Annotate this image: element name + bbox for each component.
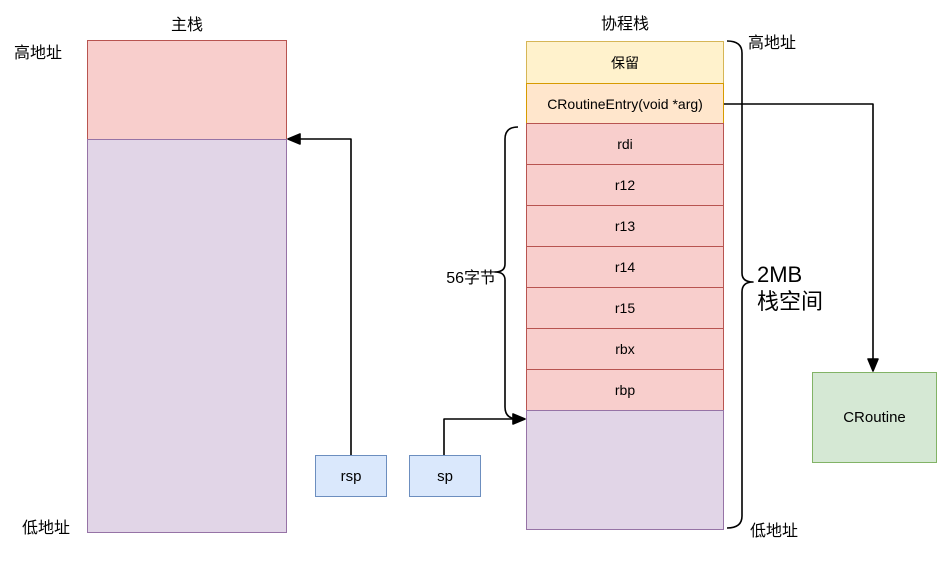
saved-bytes-label: 56字节 <box>446 270 496 287</box>
sp-arrow-head <box>512 413 526 425</box>
coroutine-stack-register-cell-r12: r12 <box>526 164 724 206</box>
main-stack <box>87 40 287 533</box>
main-stack-high-address-label: 高地址 <box>14 45 63 62</box>
main-stack-title: 主栈 <box>170 17 203 34</box>
coroutine-stack-register-cell-r14: r14 <box>526 246 724 288</box>
coroutine-stack: 保留 CRoutineEntry(void *arg) rdi r12 r13 … <box>526 41 724 530</box>
coroutine-stack-register-cell-r13: r13 <box>526 205 724 247</box>
coroutine-stack-free-cell <box>526 410 724 530</box>
coroutine-stack-register-cell-r15: r15 <box>526 287 724 329</box>
croutine-box: CRoutine <box>812 372 937 463</box>
main-stack-free-region <box>87 139 287 533</box>
croutine-entry-arrow <box>724 103 874 360</box>
coroutine-stack-high-address-label: 高地址 <box>748 35 797 52</box>
stack-size-label-line1: 2MB <box>757 262 803 287</box>
stack-size-label-line2: 栈空间 <box>757 289 824 314</box>
croutine-entry-arrow-head <box>867 358 879 372</box>
stack-size-label: 2MB 栈空间 <box>757 261 823 315</box>
coroutine-stack-low-address-label: 低地址 <box>750 523 799 540</box>
main-stack-used-region <box>87 40 287 140</box>
rsp-arrow <box>299 138 352 455</box>
coroutine-stack-entry-cell: CRoutineEntry(void *arg) <box>526 83 724 124</box>
coroutine-stack-register-cell-rdi: rdi <box>526 123 724 165</box>
coroutine-stack-register-cell-rbp: rbp <box>526 369 724 411</box>
rsp-pointer-box: rsp <box>315 455 387 497</box>
sp-arrow <box>443 418 514 455</box>
coroutine-stack-reserved-cell: 保留 <box>526 41 724 84</box>
rsp-arrow-head <box>287 133 301 145</box>
stack-size-brace <box>726 40 754 529</box>
coroutine-stack-title: 协程栈 <box>600 16 649 33</box>
saved-bytes-brace <box>494 126 519 420</box>
coroutine-stack-register-cell-rbx: rbx <box>526 328 724 370</box>
main-stack-low-address-label: 低地址 <box>22 520 71 537</box>
sp-pointer-box: sp <box>409 455 481 497</box>
